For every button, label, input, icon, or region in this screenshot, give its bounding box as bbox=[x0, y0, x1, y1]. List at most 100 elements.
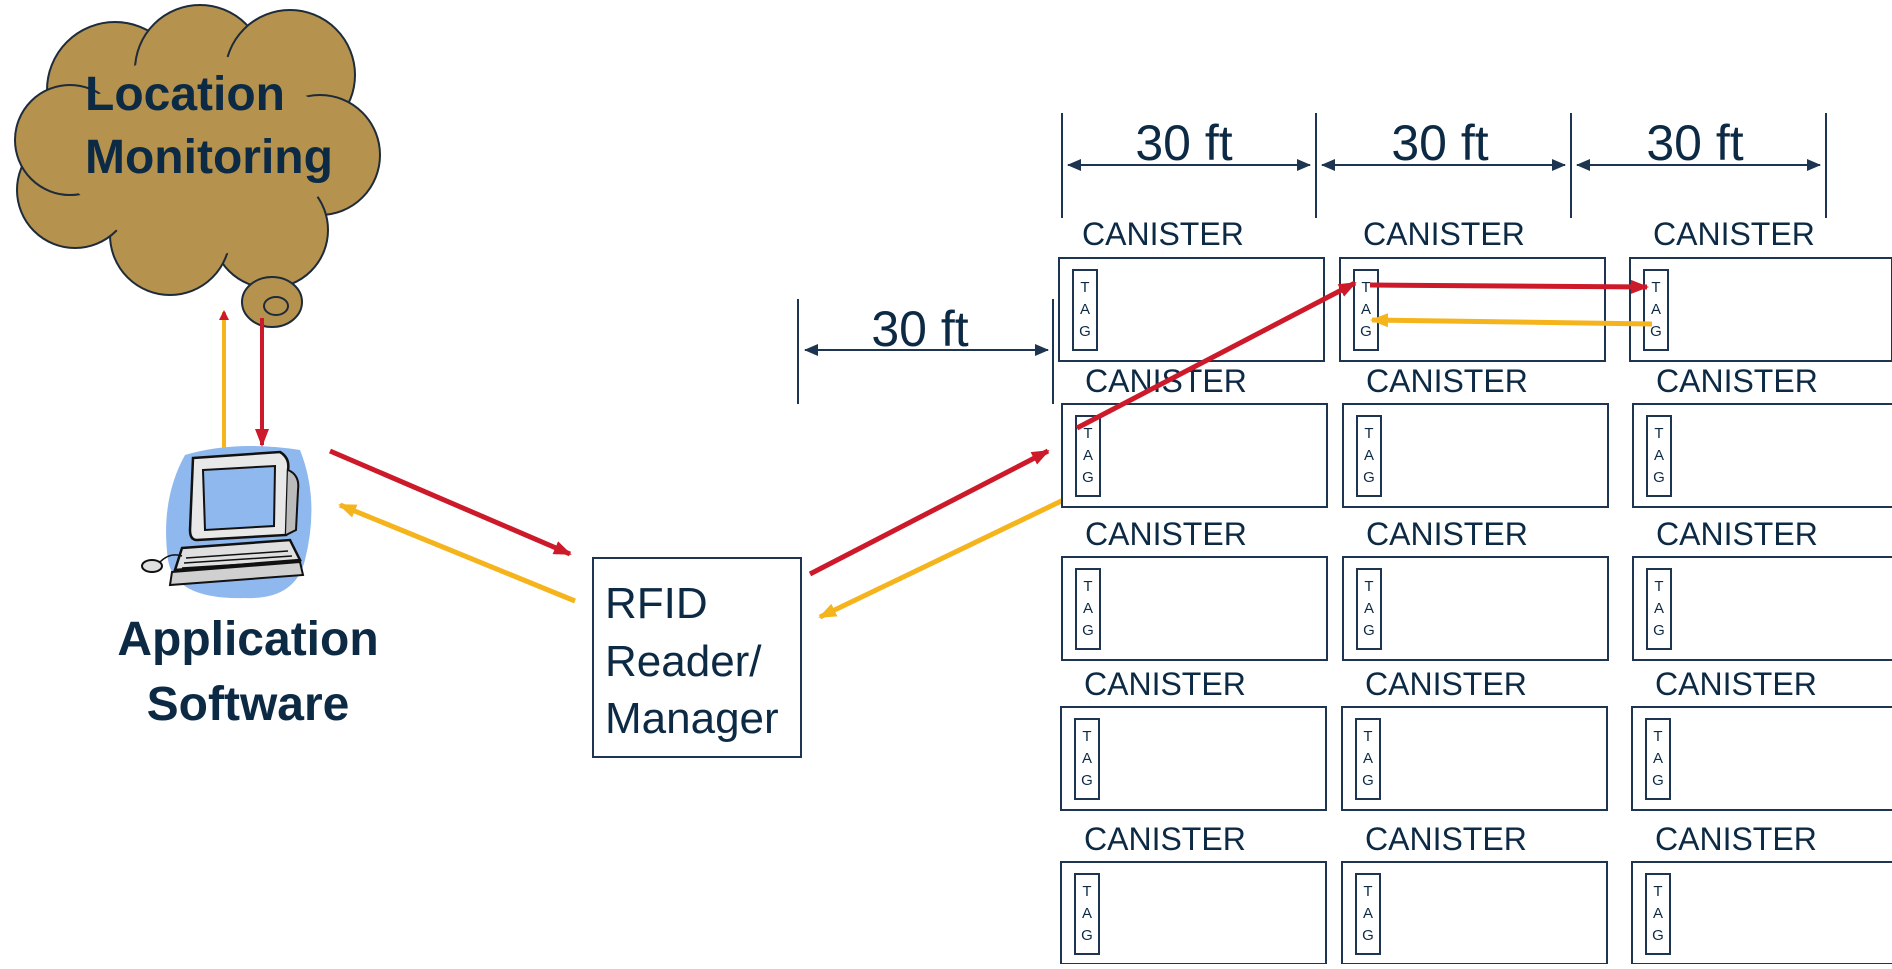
canister: CANISTER TAG bbox=[1059, 216, 1324, 361]
tag-letter: G bbox=[1362, 927, 1374, 944]
computer-icon bbox=[142, 446, 311, 598]
tag-letter: A bbox=[1361, 301, 1371, 318]
application-label-line2: Software bbox=[147, 678, 350, 731]
tag-letter: A bbox=[1653, 750, 1663, 767]
canister-label: CANISTER bbox=[1656, 363, 1818, 399]
tag-letter: A bbox=[1364, 447, 1374, 464]
tag-letter: A bbox=[1654, 600, 1664, 617]
arrow-app-to-reader bbox=[330, 451, 570, 554]
tag-letter: T bbox=[1083, 578, 1092, 595]
canister: CANISTER TAG bbox=[1633, 363, 1892, 507]
canister-box bbox=[1343, 404, 1608, 507]
canister: CANISTER TAG bbox=[1632, 821, 1892, 964]
reader-label-line1: RFID bbox=[605, 579, 708, 628]
tag-letter: T bbox=[1653, 883, 1662, 900]
reader-label-line2: Reader/ bbox=[605, 637, 762, 686]
reader-label-line3: Manager bbox=[605, 694, 779, 743]
tag-letter: T bbox=[1653, 728, 1662, 745]
tag-letter: G bbox=[1653, 622, 1665, 639]
dimension-left: 30 ft bbox=[871, 301, 968, 357]
tag-letter: T bbox=[1364, 578, 1373, 595]
canister-label: CANISTER bbox=[1082, 216, 1244, 252]
canister: CANISTER TAG bbox=[1343, 363, 1608, 507]
canister-label: CANISTER bbox=[1365, 666, 1527, 702]
tag-letter: G bbox=[1081, 927, 1093, 944]
tag-letter: G bbox=[1652, 927, 1664, 944]
canister-label: CANISTER bbox=[1365, 821, 1527, 857]
tag-letter: A bbox=[1364, 600, 1374, 617]
tag-letter: A bbox=[1653, 905, 1663, 922]
canister: CANISTER TAG bbox=[1632, 666, 1892, 810]
application-label-line1: Application bbox=[117, 613, 378, 666]
canister-box bbox=[1630, 258, 1892, 361]
canister-box bbox=[1059, 258, 1324, 361]
tag-letter: T bbox=[1364, 425, 1373, 442]
canister: CANISTER TAG bbox=[1061, 821, 1326, 964]
canister-box bbox=[1062, 404, 1327, 507]
tag-letter: A bbox=[1363, 750, 1373, 767]
canister-box bbox=[1062, 557, 1327, 660]
canister-label: CANISTER bbox=[1085, 516, 1247, 552]
canister-label: CANISTER bbox=[1655, 666, 1817, 702]
tag-letter: T bbox=[1363, 883, 1372, 900]
canister-box bbox=[1342, 862, 1607, 964]
tag-letter: A bbox=[1082, 750, 1092, 767]
canister-grid: CANISTERTAGCANISTERTAGCANISTERTAGCANISTE… bbox=[1059, 216, 1892, 964]
location-monitoring-cloud: Location Monitoring bbox=[15, 5, 380, 327]
canister-label: CANISTER bbox=[1084, 821, 1246, 857]
tag-letter: G bbox=[1653, 469, 1665, 486]
arrow-tag-request-forward bbox=[1370, 285, 1647, 287]
tag-letter: A bbox=[1363, 905, 1373, 922]
canister-box bbox=[1340, 258, 1605, 361]
cloud-bubble-icon bbox=[242, 277, 302, 327]
tag-letter: T bbox=[1651, 279, 1660, 296]
cloud-label-line2: Monitoring bbox=[85, 131, 333, 184]
tag-letter: G bbox=[1362, 772, 1374, 789]
tag-letter: G bbox=[1081, 772, 1093, 789]
canister-label: CANISTER bbox=[1366, 363, 1528, 399]
tag-letter: G bbox=[1079, 323, 1091, 340]
tag-letter: T bbox=[1080, 279, 1089, 296]
canister-box bbox=[1342, 707, 1607, 810]
dimension-top-3: 30 ft bbox=[1646, 115, 1743, 171]
canister: CANISTER TAG bbox=[1343, 516, 1608, 660]
tag-letter: T bbox=[1082, 883, 1091, 900]
tag-letter: G bbox=[1082, 622, 1094, 639]
canister: CANISTER TAG bbox=[1342, 666, 1607, 810]
tag-letter: T bbox=[1361, 279, 1370, 296]
tag-letter: A bbox=[1651, 301, 1661, 318]
tag-letter: G bbox=[1082, 469, 1094, 486]
tag-letter: A bbox=[1654, 447, 1664, 464]
canister-label: CANISTER bbox=[1656, 516, 1818, 552]
tag-letter: T bbox=[1654, 578, 1663, 595]
canister-label: CANISTER bbox=[1655, 821, 1817, 857]
cloud-label-line1: Location bbox=[85, 68, 285, 121]
tag-letter: T bbox=[1082, 728, 1091, 745]
tag-letter: T bbox=[1363, 728, 1372, 745]
canister-box bbox=[1061, 862, 1326, 964]
tag-letter: A bbox=[1080, 301, 1090, 318]
tag-letter: G bbox=[1363, 469, 1375, 486]
canister-label: CANISTER bbox=[1653, 216, 1815, 252]
tag-letter: T bbox=[1083, 425, 1092, 442]
canister: CANISTER TAG bbox=[1342, 821, 1607, 964]
tag-letter: G bbox=[1360, 323, 1372, 340]
canister: CANISTER TAG bbox=[1633, 516, 1892, 660]
canister-box bbox=[1061, 707, 1326, 810]
tag-letter: A bbox=[1083, 600, 1093, 617]
arrow-reader-to-tag bbox=[810, 451, 1048, 574]
canister-label: CANISTER bbox=[1366, 516, 1528, 552]
canister: CANISTER TAG bbox=[1062, 516, 1327, 660]
tag-letter: G bbox=[1363, 622, 1375, 639]
tag-letter: T bbox=[1654, 425, 1663, 442]
tag-letter: G bbox=[1652, 772, 1664, 789]
tag-letter: A bbox=[1082, 905, 1092, 922]
canister: CANISTERTAG bbox=[1630, 216, 1892, 361]
canister-label: CANISTER bbox=[1363, 216, 1525, 252]
tag-letter: A bbox=[1083, 447, 1093, 464]
canister-box bbox=[1343, 557, 1608, 660]
dimension-top-1: 30 ft bbox=[1135, 115, 1232, 171]
